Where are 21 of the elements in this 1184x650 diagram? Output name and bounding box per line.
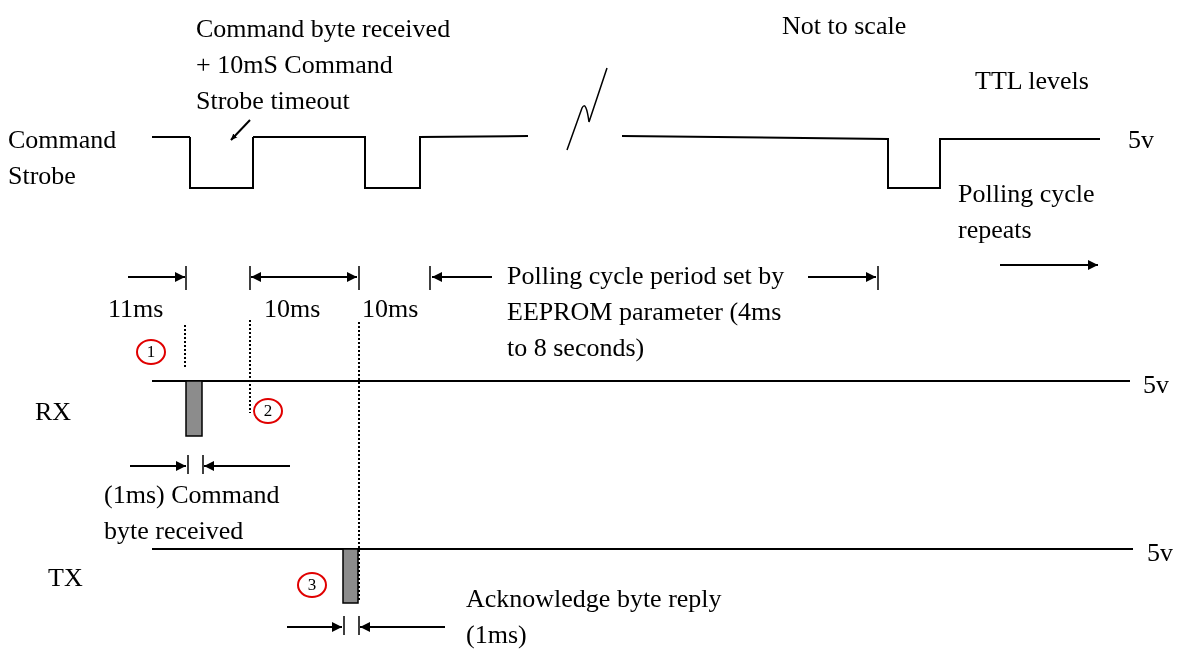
duration: 10ms: [362, 293, 419, 325]
note: Not to scale: [782, 10, 907, 42]
duration: 10ms: [264, 293, 321, 325]
signal-name: TX: [48, 562, 83, 594]
voltage-level: 5v: [1147, 537, 1173, 569]
signal-name: Command Strobe: [8, 124, 118, 192]
annotation-text: Command byte received + 10mS Command Strobe timeout: [196, 11, 461, 119]
arrow: [230, 119, 251, 141]
callout-number: 2: [253, 398, 283, 424]
strobe-pulse: [189, 136, 254, 189]
note: Acknowledge byte reply (1ms): [466, 583, 723, 650]
note: Polling cycle repeats: [958, 178, 1096, 246]
note: (1ms) Command byte received: [104, 479, 281, 547]
voltage-level: 5v: [1128, 124, 1154, 156]
callout-number: 1: [136, 339, 166, 365]
signal-name: RX: [35, 396, 72, 428]
note: TTL levels: [975, 65, 1089, 97]
voltage-level: 5v: [1143, 369, 1169, 401]
callout-number: 3: [297, 572, 327, 598]
note: Polling cycle period set by EEPROM parameter (4ms to 8 seconds): [507, 260, 786, 364]
duration: 11ms: [108, 293, 164, 325]
